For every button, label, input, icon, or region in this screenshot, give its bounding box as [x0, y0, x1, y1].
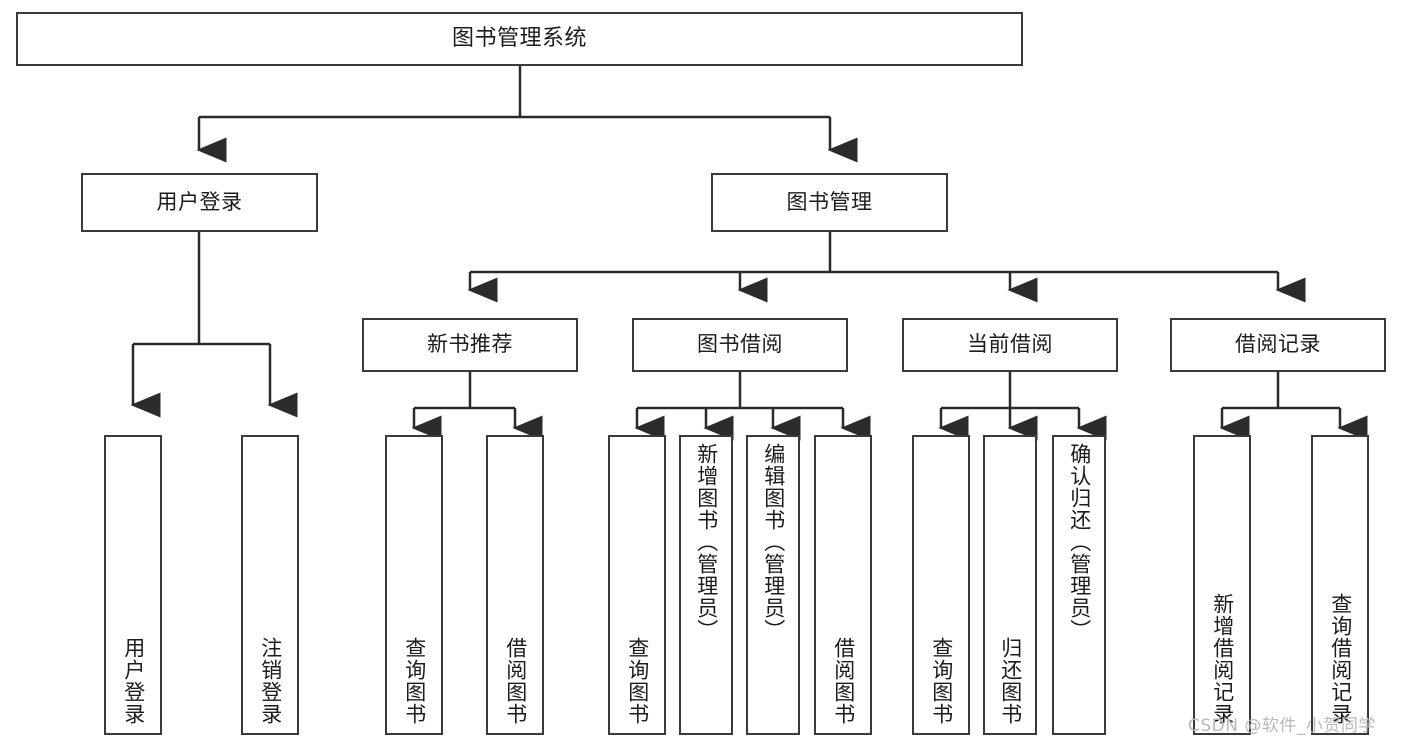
node-label: 图书管理: [786, 189, 873, 214]
node-label: 查询图书: [402, 637, 427, 725]
leaf-return-book[interactable]: 归还图书: [983, 435, 1037, 735]
node-label: 借阅图书: [831, 637, 856, 725]
node-new-book-recommendation[interactable]: 新书推荐: [362, 318, 578, 372]
node-label: 新增借阅记录: [1210, 593, 1235, 725]
leaf-add-borrow-record[interactable]: 新增借阅记录: [1193, 435, 1251, 735]
leaf-query-book-current[interactable]: 查询图书: [912, 435, 970, 735]
node-label: 用户登录: [121, 637, 146, 725]
node-label: 当前借阅: [967, 332, 1053, 357]
node-borrow-records[interactable]: 借阅记录: [1170, 318, 1386, 372]
watermark-text: CSDN @软件_小贺同学: [1188, 716, 1376, 736]
node-label: 注销登录: [258, 637, 283, 725]
node-label: 查询图书: [929, 637, 954, 725]
node-label: 新增图书（管理员）: [694, 443, 719, 641]
leaf-query-book-recommend[interactable]: 查询图书: [385, 435, 443, 735]
node-label: 编辑图书（管理员）: [761, 443, 786, 641]
leaf-confirm-return-admin[interactable]: 确认归还（管理员）: [1052, 435, 1106, 735]
leaf-borrow-book[interactable]: 借阅图书: [814, 435, 872, 735]
leaf-query-borrow-record[interactable]: 查询借阅记录: [1311, 435, 1369, 735]
node-root-system[interactable]: 图书管理系统: [16, 12, 1023, 66]
leaf-query-book-borrow[interactable]: 查询图书: [608, 435, 666, 735]
node-user-login[interactable]: 用户登录: [81, 173, 318, 232]
node-label: 查询借阅记录: [1328, 593, 1353, 725]
node-label: 新书推荐: [427, 332, 513, 357]
leaf-add-book-admin[interactable]: 新增图书（管理员）: [679, 435, 733, 735]
node-label: 确认归还（管理员）: [1067, 443, 1092, 641]
node-current-borrowing[interactable]: 当前借阅: [902, 318, 1118, 372]
node-label: 查询图书: [625, 637, 650, 725]
node-label: 借阅记录: [1235, 332, 1321, 357]
node-label: 图书管理系统: [451, 25, 587, 51]
node-book-management[interactable]: 图书管理: [711, 173, 948, 232]
leaf-user-logout[interactable]: 注销登录: [241, 435, 299, 735]
node-label: 用户登录: [156, 189, 243, 214]
node-label: 归还图书: [998, 637, 1023, 725]
leaf-borrow-book-recommend[interactable]: 借阅图书: [486, 435, 544, 735]
node-label: 借阅图书: [503, 637, 528, 725]
node-book-borrowing[interactable]: 图书借阅: [632, 318, 848, 372]
leaf-user-login[interactable]: 用户登录: [104, 435, 162, 735]
leaf-edit-book-admin[interactable]: 编辑图书（管理员）: [746, 435, 800, 735]
node-label: 图书借阅: [697, 332, 783, 357]
